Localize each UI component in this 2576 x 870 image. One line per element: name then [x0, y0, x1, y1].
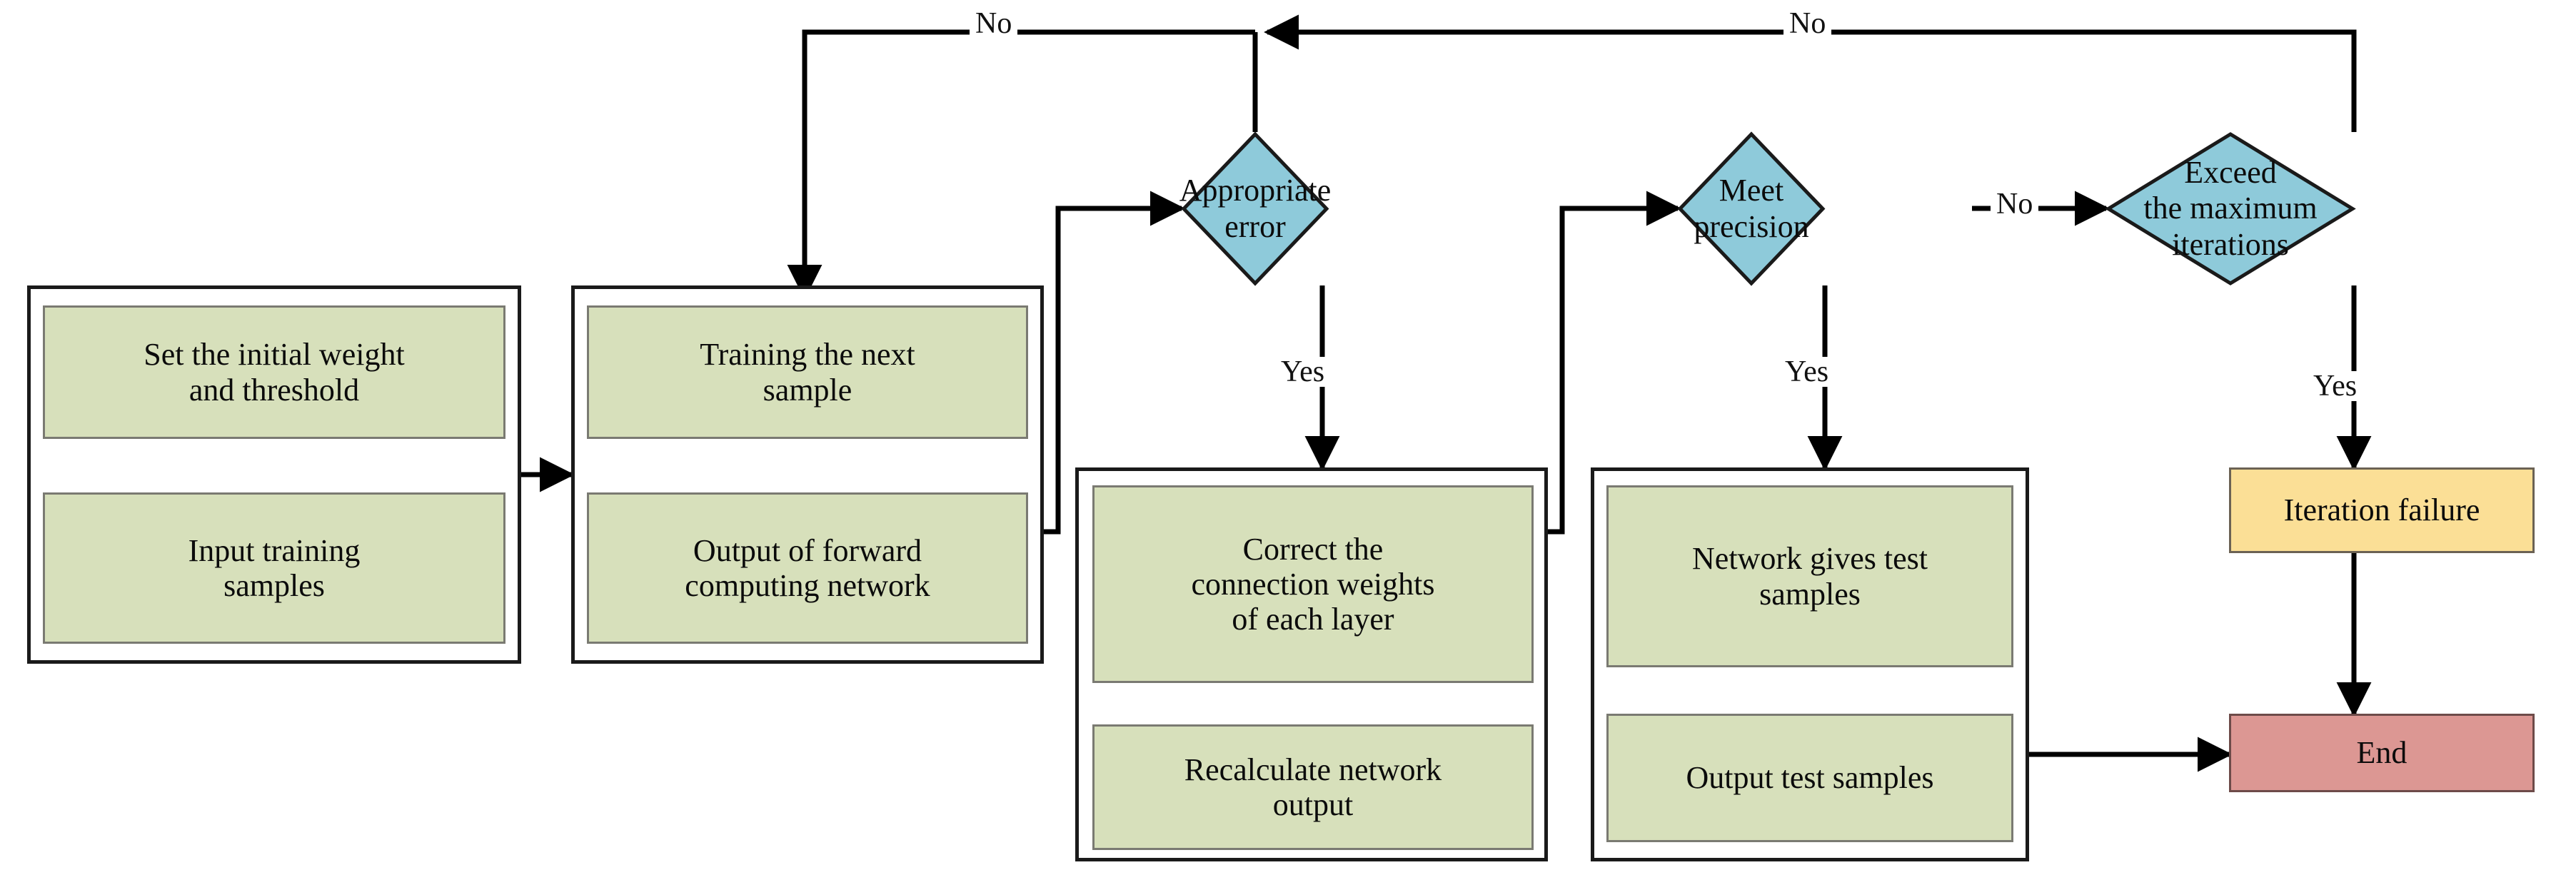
edge-label-no-error-loop: No	[970, 9, 1018, 39]
node-output-forward-network[interactable]: Output of forward computing network	[587, 492, 1028, 644]
node-end[interactable]: End	[2229, 714, 2535, 792]
edge-label-no-precision: No	[1991, 189, 2039, 219]
node-iteration-failure[interactable]: Iteration failure	[2229, 467, 2535, 553]
node-set-initial-weight[interactable]: Set the initial weight and threshold	[43, 305, 505, 439]
node-output-test-samples[interactable]: Output test samples	[1606, 714, 2013, 842]
node-training-next-sample[interactable]: Training the next sample	[587, 305, 1028, 439]
edge-exceed-no	[1264, 14, 2357, 132]
edge-label-no-iterations-loop: No	[1783, 9, 1832, 39]
edge-label-yes-error: Yes	[1275, 357, 1331, 387]
node-meet-precision[interactable]: Meet precision	[1677, 131, 1826, 286]
node-exceed-max-iterations[interactable]: Exceed the maximum iterations	[2105, 132, 2356, 285]
node-recalculate-network-output[interactable]: Recalculate network output	[1092, 724, 1534, 850]
node-correct-connection-weights[interactable]: Correct the connection weights of each l…	[1092, 485, 1534, 683]
node-appropriate-error[interactable]: Appropriate error	[1179, 131, 1331, 286]
node-input-training-samples[interactable]: Input training samples	[43, 492, 505, 644]
edge-label-yes-exceed: Yes	[2308, 371, 2363, 401]
node-network-gives-test-samples[interactable]: Network gives test samples	[1606, 485, 2013, 667]
edge-label-yes-precision: Yes	[1779, 357, 1835, 387]
